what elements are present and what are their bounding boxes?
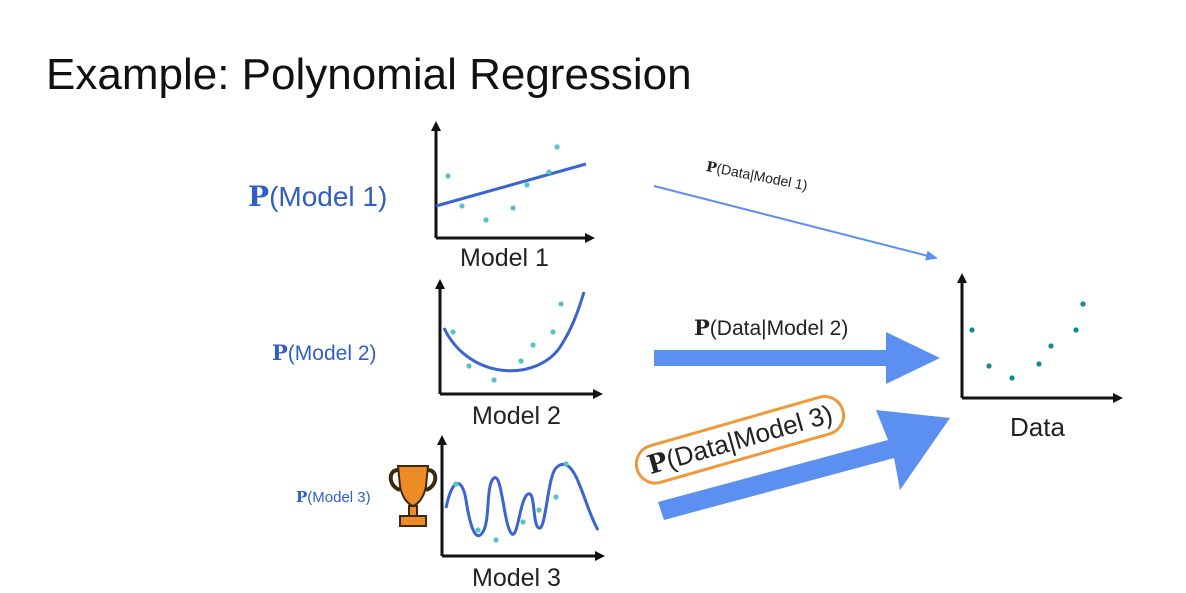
prior-model-3: P(Model 3) [296,488,371,506]
arrow-model-3 [658,410,950,520]
arrow-model-2 [654,332,940,384]
fit-wiggle [444,462,600,538]
data-point [453,481,459,487]
prob-symbol: P [296,488,308,506]
data-point [510,205,516,211]
fit-line [435,162,587,208]
fit-curve [442,291,586,373]
data-point [1036,361,1042,367]
data-point [553,494,559,500]
plot-model-2 [435,279,603,399]
model-3-label: Model 3 [472,564,561,592]
data-point [986,363,992,369]
likelihood-model-2-text: (Data|Model 2) [709,317,849,340]
data-point [466,363,472,369]
prior-model-2: P(Model 2) [272,340,377,366]
data-point [518,358,524,364]
data-point [475,527,481,533]
prior-model-1: P(Model 1) [248,180,387,213]
data-point [969,327,975,333]
trophy-icon [386,462,440,537]
data-point [483,217,489,223]
data-point [524,182,530,188]
prob-symbol: P [272,340,288,365]
plot-model-1 [431,121,595,243]
data-point [550,329,556,335]
data-point [445,173,451,179]
plot-model-3 [437,435,605,561]
data-point [554,144,560,150]
data-point [1009,375,1015,381]
arrow-model-1 [653,185,938,261]
data-point [1080,301,1086,307]
data-point [1073,327,1079,333]
page-title: Example: Polynomial Regression [46,50,692,99]
data-label: Data [1010,412,1065,442]
model-2-label: Model 2 [472,402,561,430]
model-1-label: Model 1 [460,244,549,272]
prob-symbol: P [694,315,710,340]
prob-symbol: P [248,180,270,213]
data-point [493,537,499,543]
data-point [520,519,526,525]
data-point [563,461,569,467]
prior-model-3-label: (Model 3) [307,489,371,506]
data-point [450,329,456,335]
data-point [1048,343,1054,349]
data-point [530,342,536,348]
data-point [536,507,542,513]
data-point [546,169,552,175]
data-point [491,377,497,383]
prior-model-2-label: (Model 2) [287,342,377,365]
data-point [558,301,564,307]
data-point [459,203,465,209]
likelihood-model-2: P(Data|Model 2) [694,315,848,341]
plot-data [957,273,1123,403]
prior-model-1-label: (Model 1) [269,181,388,212]
